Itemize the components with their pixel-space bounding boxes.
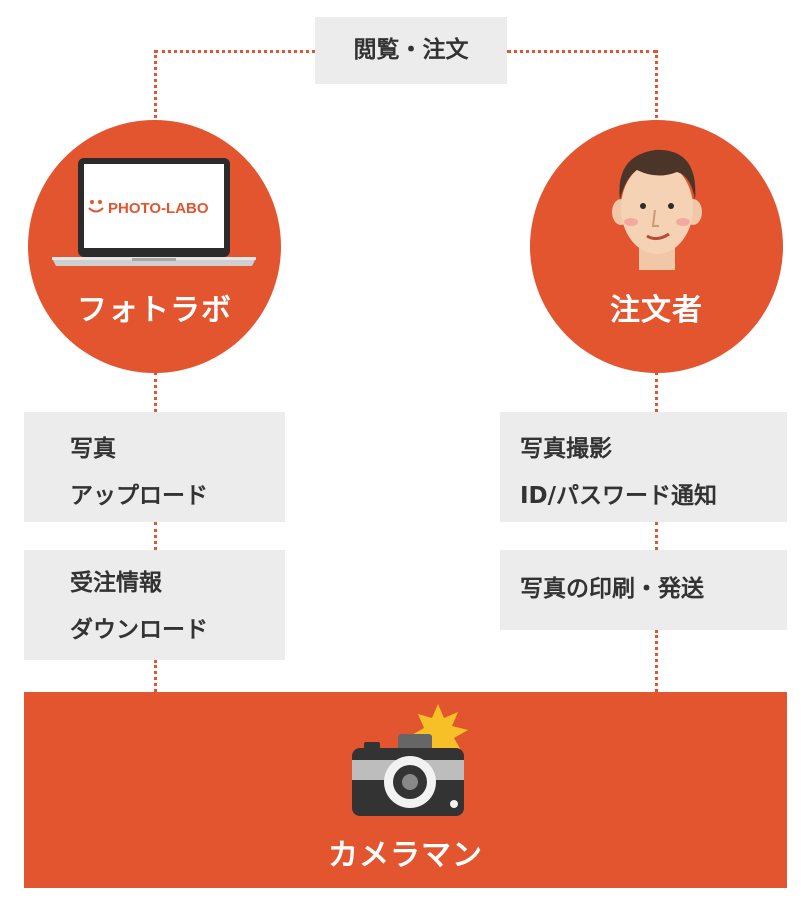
browse-order-label: 閲覧・注文: [354, 37, 469, 63]
connector-top-left: [155, 50, 315, 53]
connector-right-bottom: [655, 630, 658, 692]
connector-left-mid2: [154, 522, 157, 550]
photo-upload-box: 写真 アップロード: [24, 412, 285, 522]
photo-upload-line2: アップロード: [70, 473, 285, 520]
camera-flash-icon: [342, 704, 472, 816]
person-face-icon: [607, 142, 707, 270]
laptop-icon: PHOTO-LABO: [52, 158, 256, 270]
connector-right-top: [655, 50, 658, 130]
connector-left-bottom: [154, 660, 157, 692]
connector-right-mid1: [655, 372, 658, 412]
order-info-line1: 受注情報: [70, 560, 285, 607]
photo-lab-label: フォトラボ: [28, 285, 281, 329]
connector-left-top: [154, 50, 157, 130]
print-ship-line1: 写真の印刷・発送: [520, 566, 787, 613]
connector-left-mid1: [154, 372, 157, 412]
print-ship-box: 写真の印刷・発送: [500, 550, 787, 630]
photo-shoot-box: 写真撮影 ID/パスワード通知: [500, 412, 787, 522]
cameraman-node: カメラマン: [24, 692, 787, 888]
photo-shoot-line2: ID/パスワード通知: [520, 473, 787, 520]
cameraman-label: カメラマン: [24, 830, 787, 874]
photo-upload-line1: 写真: [70, 426, 285, 473]
browse-order-box: 閲覧・注文: [315, 17, 507, 84]
connector-right-mid2: [655, 522, 658, 550]
order-info-download-box: 受注情報 ダウンロード: [24, 550, 285, 660]
orderer-node: 注文者: [530, 120, 783, 373]
photo-shoot-line1: 写真撮影: [520, 426, 787, 473]
photo-lab-node: PHOTO-LABO フォトラボ: [28, 120, 281, 373]
connector-top-right: [507, 50, 657, 53]
order-info-line2: ダウンロード: [70, 607, 285, 654]
laptop-logo-text: PHOTO-LABO: [108, 200, 209, 217]
orderer-label: 注文者: [530, 285, 783, 329]
